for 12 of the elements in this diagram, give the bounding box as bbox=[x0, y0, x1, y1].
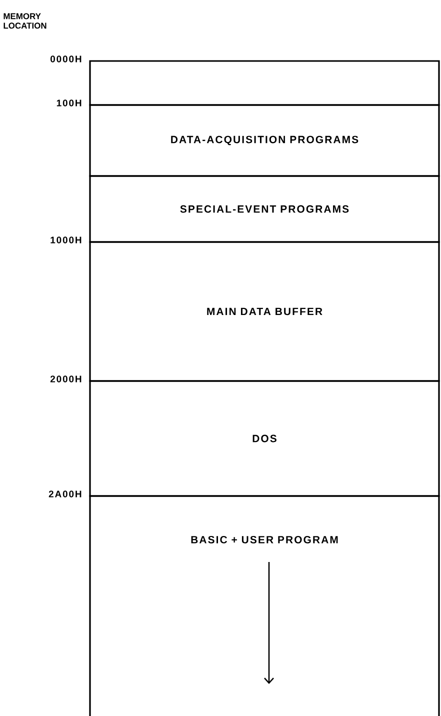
address-label: 0000H bbox=[50, 56, 82, 62]
memory-region bbox=[89, 60, 440, 106]
axis-title: MEMORY LOCATION bbox=[4, 13, 46, 29]
memory-region: MAIN DATA BUFFER bbox=[89, 241, 440, 382]
address-label: 100H bbox=[56, 100, 82, 106]
memory-region: DATA-ACQUISITION PROGRAMS bbox=[89, 104, 440, 177]
memory-region: DOS bbox=[89, 380, 440, 497]
memory-region: SPECIAL-EVENT PROGRAMS bbox=[89, 175, 440, 243]
address-label: 1000H bbox=[50, 236, 82, 244]
address-label: 2000H bbox=[50, 376, 82, 382]
address-label: 2A00H bbox=[48, 490, 82, 498]
memory-region: BASIC + USER PROGRAM bbox=[89, 495, 440, 716]
